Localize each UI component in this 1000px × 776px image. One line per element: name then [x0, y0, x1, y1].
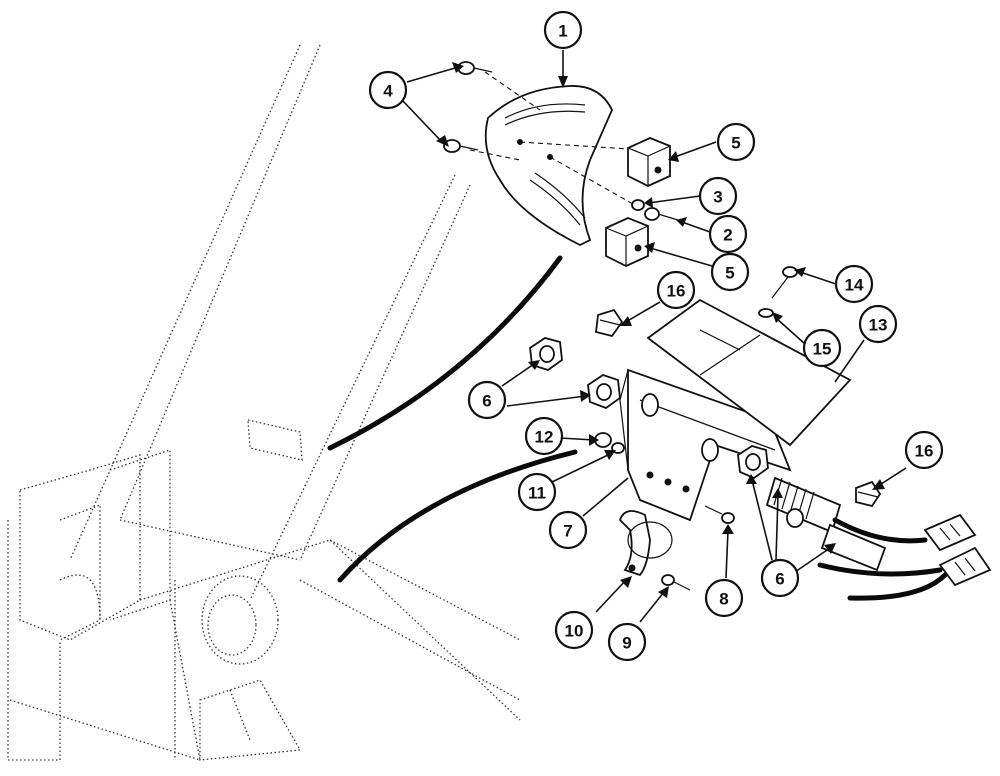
callout-1: 1: [543, 10, 583, 50]
callout-2-label: 2: [723, 226, 732, 245]
callout-9-label: 9: [622, 634, 631, 653]
clip-left: [595, 308, 624, 338]
callout-7: 7: [548, 510, 588, 550]
cable-upper: [327, 255, 563, 451]
callout-12-label: 12: [535, 428, 554, 447]
callout-8-label: 8: [719, 590, 728, 609]
callout-3-label: 3: [713, 188, 722, 207]
loader-frame: [7, 44, 521, 761]
cable-clamp: [618, 510, 673, 577]
callout-16-left: 16: [656, 270, 696, 310]
cable-lower: [337, 449, 578, 583]
callout-8: 8: [704, 578, 744, 618]
callout-5-upper-label: 5: [731, 134, 740, 153]
bolt: [644, 207, 679, 221]
screw-lower: [443, 139, 479, 153]
callout-13-label: 13: [869, 316, 888, 335]
block-lower: [605, 217, 649, 267]
callout-1-label: 1: [558, 22, 567, 41]
callout-11: 11: [517, 472, 557, 512]
callout-12: 12: [524, 416, 564, 456]
washer: [631, 199, 645, 211]
switch-bracket: [619, 368, 792, 522]
mounting-plate: [484, 85, 613, 247]
callout-9: 9: [607, 622, 647, 662]
callout-5-lower: 5: [710, 252, 750, 292]
screw-upper: [457, 61, 493, 75]
nut-2: [587, 374, 621, 410]
cover-screw: [771, 266, 798, 299]
callout-16-left-label: 16: [667, 282, 686, 301]
callout-6-right: 6: [760, 558, 800, 598]
callout-15: 15: [802, 328, 842, 368]
callout-16-right: 16: [904, 430, 944, 470]
cover-washer: [758, 308, 774, 318]
callout-6-right-label: 6: [775, 570, 784, 589]
bracket-screw: [704, 505, 735, 524]
callout-5-upper: 5: [716, 122, 756, 162]
callout-6-left: 6: [467, 380, 507, 420]
clamp-screw: [661, 574, 691, 591]
callout-10: 10: [554, 610, 594, 650]
block-upper: [627, 137, 671, 187]
callout-14-label: 14: [845, 276, 864, 295]
connector-upper: [923, 513, 977, 552]
callout-14: 14: [834, 264, 874, 304]
callout-15-label: 15: [813, 340, 832, 359]
callout-7-label: 7: [563, 522, 572, 541]
connector-lower: [938, 546, 992, 587]
callout-6-left-label: 6: [482, 392, 491, 411]
leader-lines: [401, 50, 907, 623]
callout-11-label: 11: [528, 484, 546, 503]
switch-lower: [786, 508, 887, 572]
output-cable-1: [832, 517, 928, 544]
callout-4-label: 4: [383, 82, 393, 101]
callout-4: 4: [368, 70, 408, 110]
cover-plate: [646, 298, 852, 447]
callout-13: 13: [858, 304, 898, 344]
output-cable-3: [847, 572, 948, 601]
callout-16-right-label: 16: [915, 442, 934, 461]
callout-3: 3: [698, 176, 738, 216]
output-cable-2: [817, 562, 943, 577]
callout-2: 2: [708, 214, 748, 254]
nut-3: [737, 445, 769, 480]
callout-10-label: 10: [565, 622, 584, 641]
callout-5-lower-label: 5: [725, 264, 734, 283]
